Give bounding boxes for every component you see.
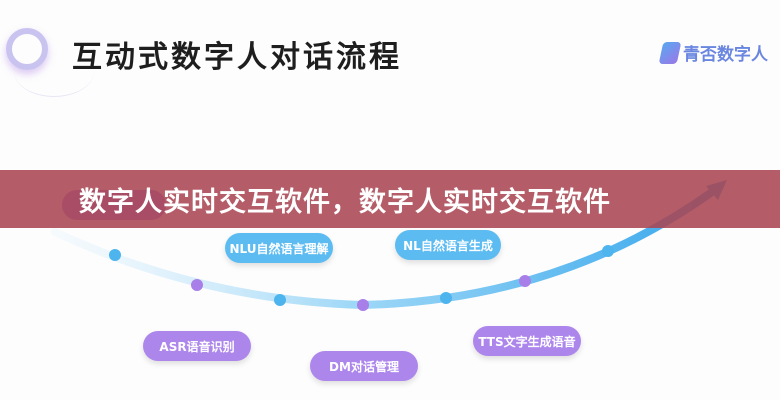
flow-node (519, 275, 531, 287)
step-tts: TTS文字生成语音 (473, 326, 581, 356)
flow-node (191, 279, 203, 291)
brand-logo: 青否数字人 (658, 40, 768, 65)
banner-text: 数字人实时交互软件，数字人实时交互软件 (79, 186, 611, 218)
decorative-arc (14, 46, 94, 97)
flow-node (357, 299, 369, 311)
flow-node (274, 294, 286, 306)
step-nlg: NL自然语言生成 (395, 230, 501, 260)
step-asr: ASR语音识别 (143, 331, 251, 361)
flow-node (109, 249, 121, 261)
flow-node (602, 245, 614, 257)
overlay-banner: 数字人实时交互软件，数字人实时交互软件 (0, 170, 780, 228)
ring-logo-icon (6, 28, 48, 70)
brand-name: 青否数字人 (683, 45, 768, 65)
flow-node (440, 292, 452, 304)
page-title: 互动式数字人对话流程 (72, 40, 402, 75)
step-nlu: NLU自然语言理解 (225, 233, 333, 263)
step-dm: DM对话管理 (310, 351, 418, 381)
